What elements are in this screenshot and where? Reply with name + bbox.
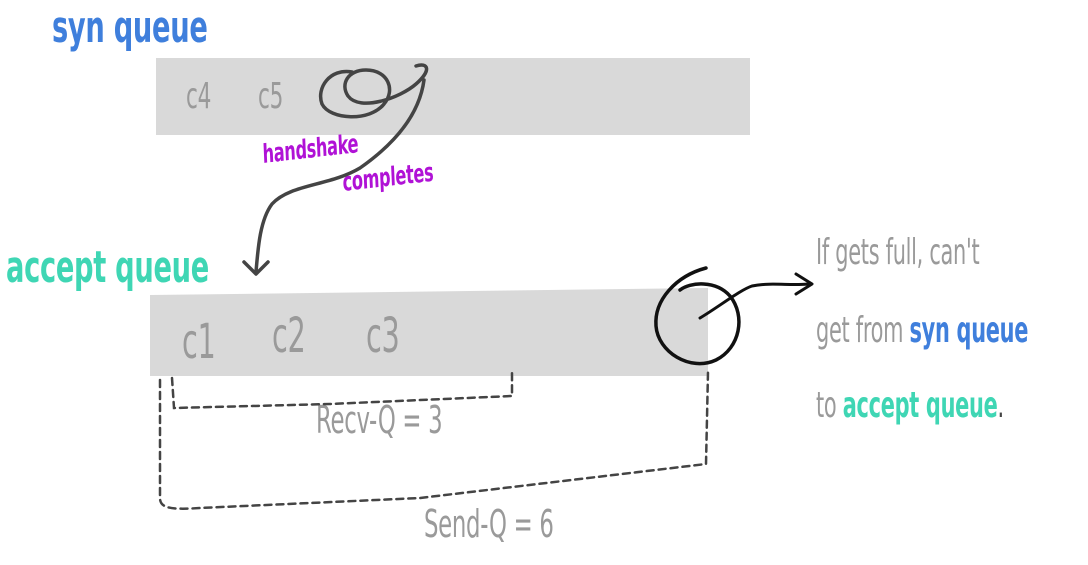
note-syn-queue-highlight: syn queue	[909, 310, 1029, 351]
note-line-3-suffix: .	[997, 385, 1004, 426]
syn-queue-slot-c5: c5	[258, 76, 284, 117]
note-line-2: get from syn queue	[816, 310, 1028, 351]
note-line-3: to accept queue.	[816, 385, 1004, 426]
send-q-label: Send-Q = 6	[424, 502, 554, 546]
accept-queue-slot-c1: c1	[182, 314, 216, 370]
note-arrow	[698, 282, 810, 320]
note-line-1-text: If gets full, can't	[816, 232, 980, 273]
handshake-label-line2: completes	[342, 157, 434, 198]
syn-queue-slot-c4: c4	[186, 76, 212, 117]
note-arrowhead	[794, 272, 814, 296]
syn-queue-bar	[156, 58, 750, 135]
note-accept-queue-highlight: accept queue	[842, 385, 998, 426]
handshake-label-line1: handshake	[262, 129, 359, 170]
accept-queue-slot-c2: c2	[272, 308, 306, 364]
handshake-arrowhead	[242, 260, 270, 276]
note-line-2-prefix: get from	[816, 310, 910, 351]
recv-q-label: Recv-Q = 3	[316, 398, 443, 442]
accept-queue-bar	[150, 288, 708, 376]
accept-queue-title: accept queue	[6, 242, 209, 293]
note-line-1: If gets full, can't	[816, 232, 980, 273]
note-line-3-prefix: to	[816, 385, 843, 426]
syn-queue-title: syn queue	[52, 2, 208, 53]
accept-queue-slot-c3: c3	[366, 308, 400, 364]
